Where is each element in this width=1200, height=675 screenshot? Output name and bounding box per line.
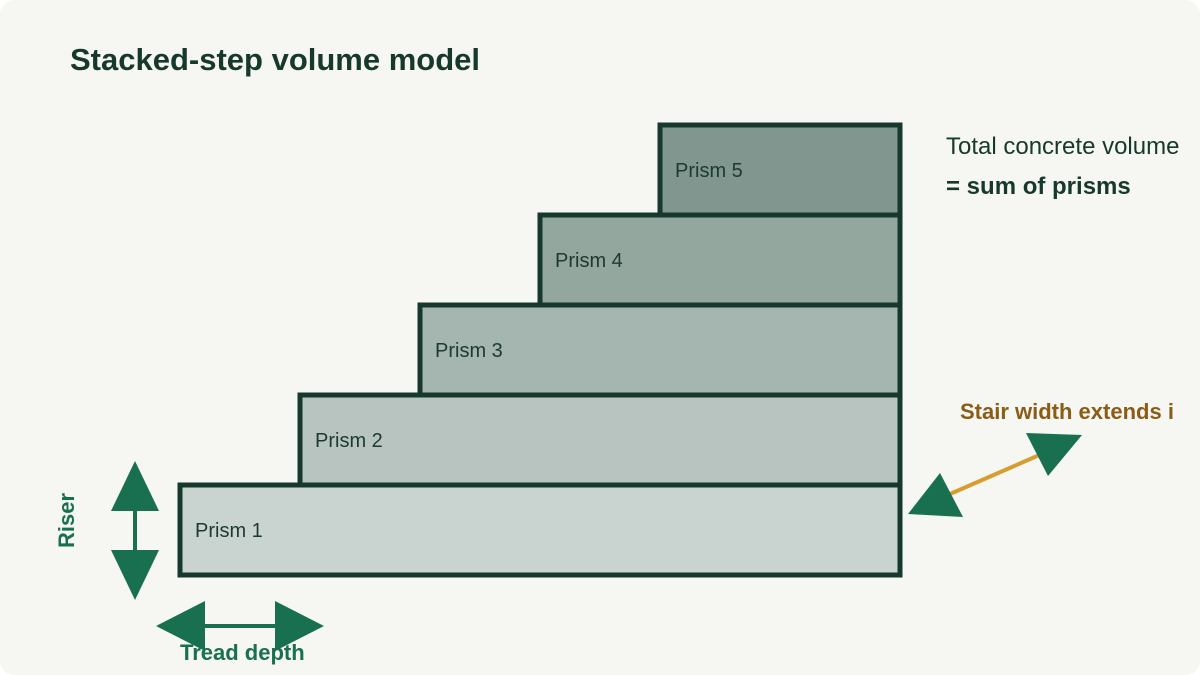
tread-label: Tread depth: [180, 640, 305, 665]
width-indicator: Stair width extends i: [908, 399, 1174, 517]
prism-5-label: Prism 5: [675, 160, 743, 182]
prism-3: [417, 302, 903, 398]
volume-note-line2: = sum of prisms: [946, 173, 1131, 200]
volume-note-line1: Total concrete volume: [946, 133, 1179, 160]
prism-2-label: Prism 2: [315, 430, 383, 452]
riser-arrow-up-icon: [111, 461, 159, 511]
prism-1: [177, 482, 903, 578]
tread-arrow-left-icon: [156, 601, 205, 651]
prism-2: [297, 392, 903, 488]
prism-4-label: Prism 4: [555, 250, 623, 272]
riser-dimension: Riser: [54, 461, 159, 600]
width-arrow-line: [949, 451, 1045, 496]
diagram-title: Stacked-step volume model: [70, 42, 481, 77]
riser-arrow-down-icon: [111, 550, 159, 600]
step-stack: Prism 1 Prism 2 Prism 3 Prism 4 Prism 5: [177, 122, 903, 578]
width-arrow-far-icon: [1026, 433, 1082, 476]
prism-1-label: Prism 1: [195, 520, 263, 542]
riser-label: Riser: [54, 493, 79, 548]
tread-dimension: Tread depth: [156, 601, 324, 665]
prism-5: [657, 122, 903, 218]
width-label: Stair width extends i: [960, 399, 1174, 424]
prism-3-label: Prism 3: [435, 340, 503, 362]
width-arrow-near-icon: [908, 473, 963, 517]
tread-arrow-right-icon: [275, 601, 324, 651]
